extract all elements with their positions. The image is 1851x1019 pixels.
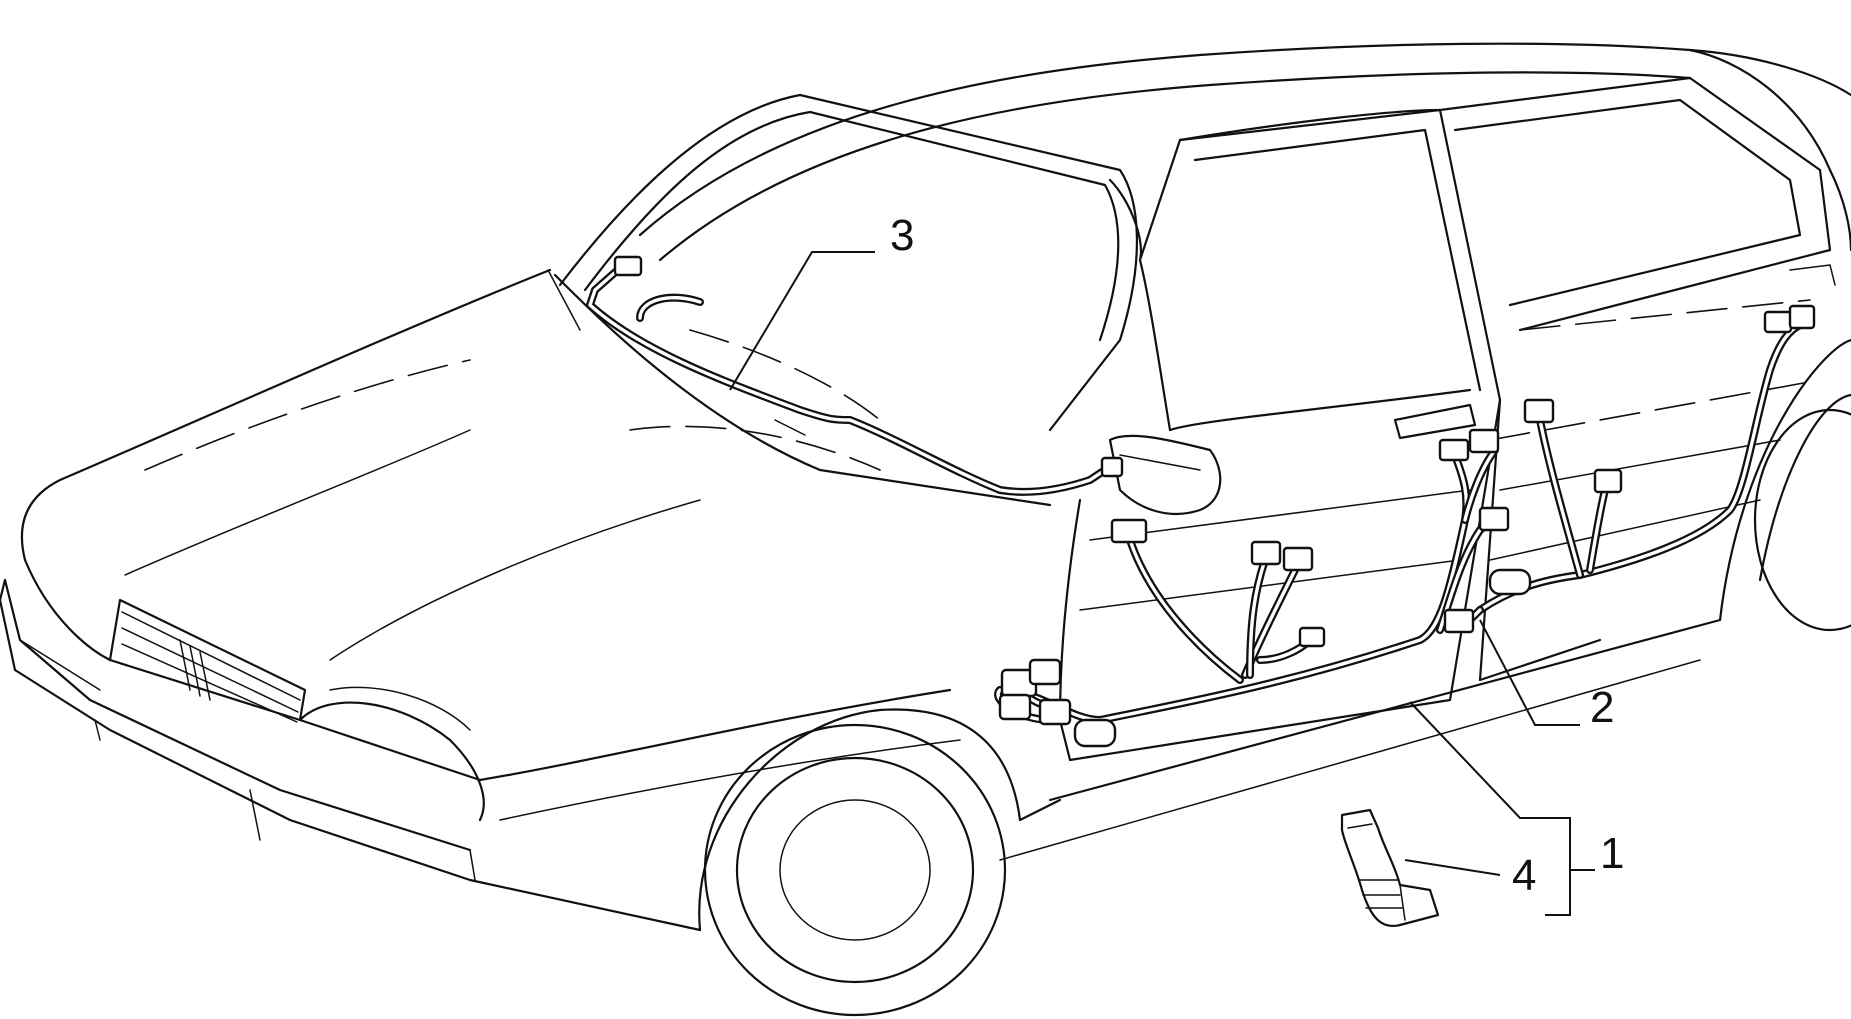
harness-3-windshield [586,255,1124,496]
grommet [1488,568,1532,596]
part-4-grommet [1340,808,1440,928]
connector [1593,468,1623,494]
bracket-1 [1545,817,1571,916]
connector [1028,658,1062,686]
leader-1 [1409,701,1560,819]
leader-lines [729,251,1595,916]
grommet [1073,718,1117,748]
callout-3: 3 [890,211,914,260]
connector [1443,608,1475,634]
connector [1250,540,1282,566]
connector [1788,304,1816,330]
connector [1038,698,1072,726]
connector [1100,456,1124,478]
callout-1: 1 [1600,829,1624,878]
harness-2-rear-door [1443,304,1816,634]
connector [1298,626,1326,648]
harness-1-front-door [994,428,1510,748]
callout-4: 4 [1512,851,1536,900]
connector [1523,398,1555,424]
connector [1763,310,1793,334]
connector [613,255,643,277]
callout-labels: 3 2 1 4 [890,211,1624,900]
connector [1282,546,1314,572]
car-body [0,42,1851,1017]
connector [998,693,1032,721]
connector [1478,506,1510,532]
leader-3 [729,251,875,391]
leader-2 [1479,619,1580,726]
connector [1110,518,1148,544]
callout-2: 2 [1590,683,1614,732]
connector [1438,438,1470,462]
connector [1468,428,1500,454]
side-mirror [1108,434,1222,515]
leader-4 [1404,859,1501,876]
